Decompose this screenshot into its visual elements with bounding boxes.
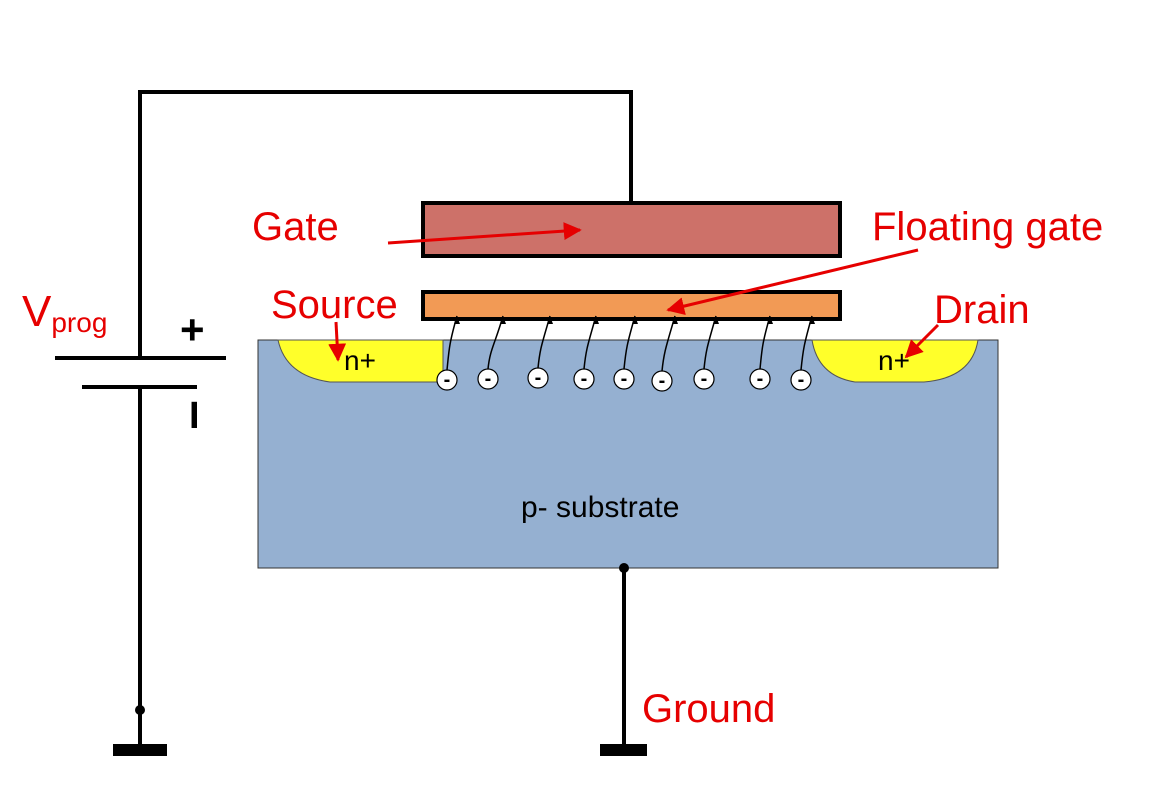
gate-label: Gate [252,205,339,249]
control-gate [421,201,842,258]
gate-arrow [387,222,582,245]
electron [651,370,673,392]
drain-n-plus-text: n+ [878,345,910,376]
circuit-wires [138,90,633,749]
source-arrow [328,321,347,362]
drain-n-plus-region [811,339,979,383]
electron-charge-sign: - [485,368,492,390]
floating-gate [421,290,842,321]
tunneling-arrowhead [547,316,553,324]
wire-battery-to-gate [138,90,633,358]
tunneling-paths [446,315,815,372]
label-arrows [328,222,940,362]
electron [693,368,715,390]
electron-charge-sign: - [581,368,588,390]
electron-charge-sign: - [798,369,805,391]
source-n-plus-region [277,339,444,383]
battery-minus-sign: I [189,395,200,437]
source-label: Source [271,283,398,327]
tunneling-arrowhead [672,316,678,324]
electron [790,369,812,391]
electron-charge-sign: - [701,368,708,390]
vprog-subscript: prog [51,307,107,338]
tunneling-arrowhead [500,316,506,324]
junction-dot-left [135,705,145,715]
electron [436,369,458,391]
electrons: --------- [436,367,812,392]
electron-charge-sign: - [444,369,451,391]
vprog-main: V [22,287,52,336]
substrate-text: p- substrate [521,491,679,524]
tunneling-arrowhead [767,316,773,324]
electron [477,368,499,390]
battery-plus-sign: + [180,306,205,353]
electron-charge-sign: - [535,367,542,389]
tunneling-arrowhead [454,316,460,324]
tunneling-arrowhead [713,316,719,324]
electron-charge-sign: - [621,368,628,390]
tunneling-arrowhead [593,316,599,324]
electron [527,367,549,389]
source-n-plus-text: n+ [344,345,376,376]
electron-charge-sign: - [659,370,666,392]
electron-charge-sign: - [757,368,764,390]
floating-gate-arrow [666,248,919,315]
tunneling-arrowhead [809,316,815,324]
electron [573,368,595,390]
electron [613,368,635,390]
electron [749,368,771,390]
ground-symbol-left [113,744,167,756]
drain-arrow [904,323,940,359]
ground-symbol-right [600,744,647,756]
vprog-label: Vprog [22,287,107,338]
floating-gate-label: Floating gate [872,205,1103,249]
junction-dot-substrate [619,563,629,573]
ground-label: Ground [642,687,775,731]
drain-label: Drain [934,288,1030,332]
tunneling-arrowhead [632,316,638,324]
